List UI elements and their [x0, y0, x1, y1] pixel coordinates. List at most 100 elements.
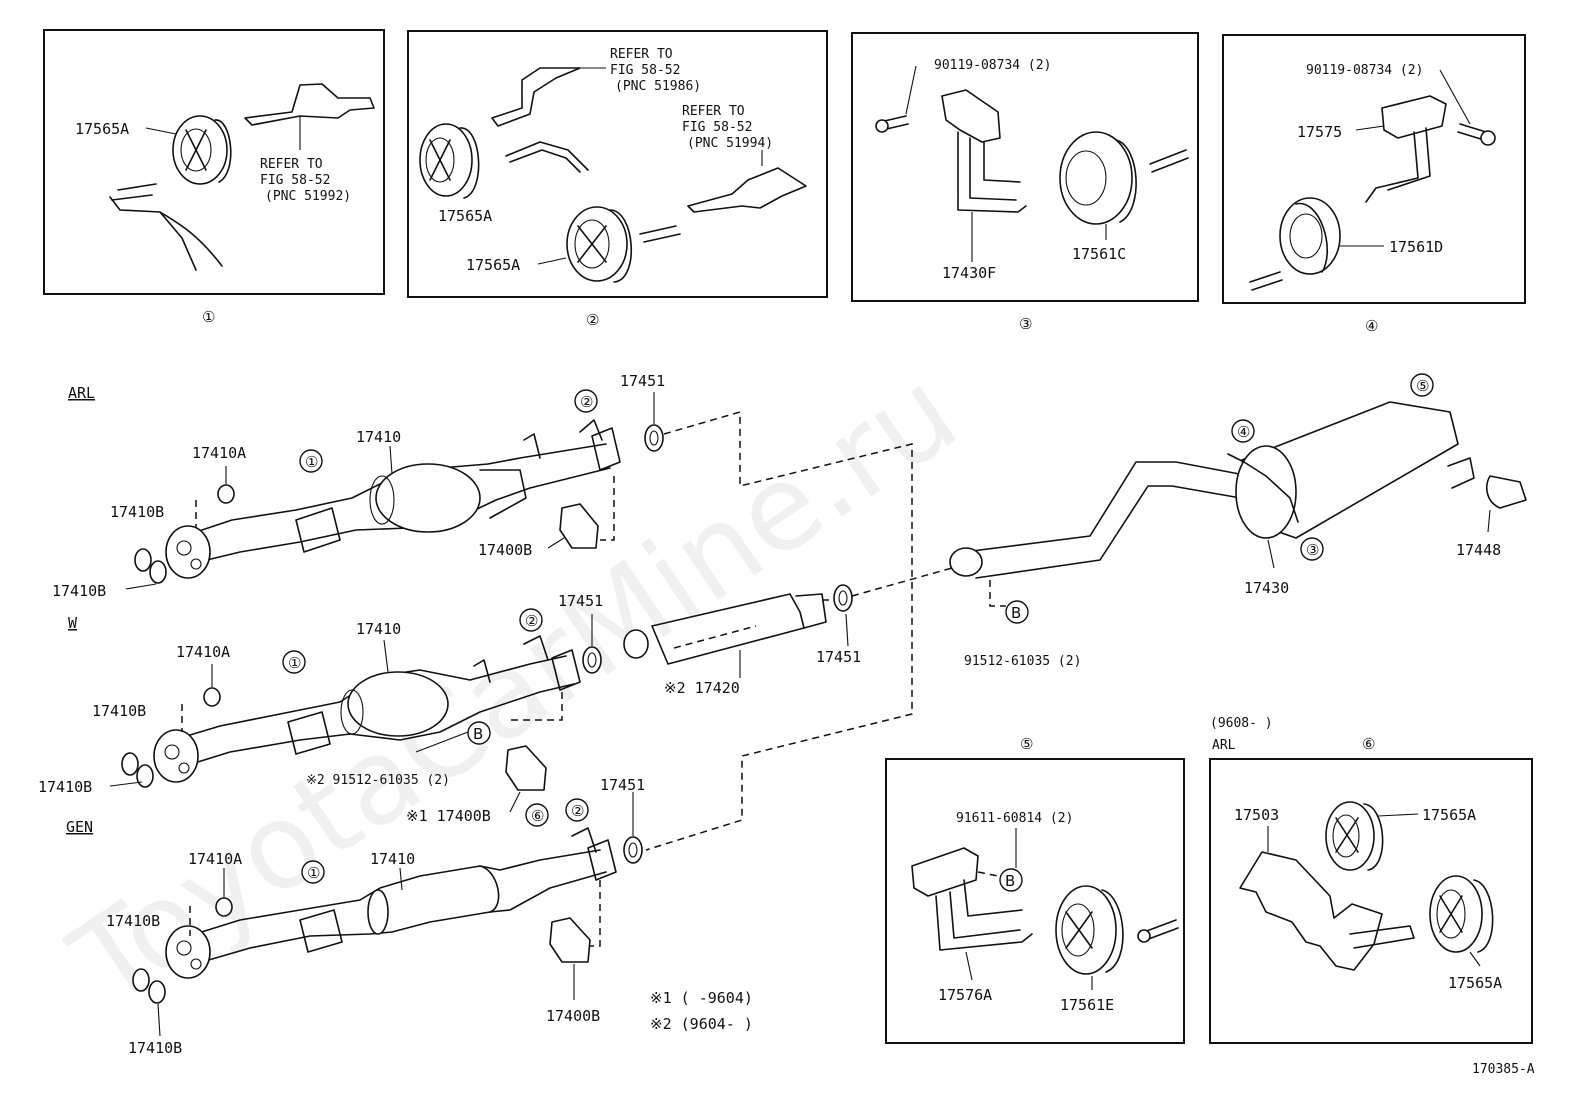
ref-circle-1: ①	[307, 864, 320, 882]
ref-circle-4: ④	[1237, 423, 1250, 441]
section-title-gen: GEN	[66, 818, 93, 836]
refer-b-line-1: REFER TO	[682, 104, 745, 119]
arl-section: ARL 17410A 17410	[52, 372, 665, 600]
part-number-17565a-top: 17565A	[438, 207, 492, 225]
w-front-pipe	[153, 635, 581, 783]
rubber-cushion-bottom	[566, 206, 632, 283]
bracket-drawing	[1239, 851, 1415, 971]
part-number-17575: 17575	[1297, 123, 1342, 141]
refer-line-3: (PNC 51992)	[265, 189, 351, 204]
part-number-17451: 17451	[600, 776, 645, 794]
bolt-drawing	[875, 115, 909, 133]
w-ring	[582, 646, 602, 674]
part-number-17430: 17430	[1244, 579, 1289, 597]
ref-circle-b: B	[473, 725, 483, 743]
refer-a-line-3: (PNC 51986)	[615, 79, 701, 94]
part-number-17561d: 17561D	[1389, 238, 1443, 256]
part-number-17410a: 17410A	[192, 444, 246, 462]
box-number-5: ⑤	[1020, 735, 1033, 753]
part-number-17410: 17410	[356, 620, 401, 638]
w-section: W 17410A 17410B 174	[38, 592, 603, 827]
part-number-17561e: 17561E	[1060, 996, 1114, 1014]
detail-box-6: (9608- ) ARL ⑥ 17503 17565A 17565A	[1209, 716, 1533, 1044]
part-number-17410b-upper: 17410B	[110, 503, 164, 521]
w-gaskets	[121, 687, 221, 788]
part-number-90119-08734: 90119-08734 (2)	[1306, 63, 1423, 78]
rubber-cushion-top	[419, 123, 480, 199]
box-number-2: ②	[586, 311, 599, 329]
rubber-cushion-drawing	[172, 115, 232, 185]
part-number-17410b-lower: 17410B	[128, 1039, 182, 1057]
hanger-bracket-drawing	[1365, 95, 1447, 203]
detail-box-3: 90119-08734 (2) 17430F 17561C ③	[851, 32, 1199, 333]
note-1: ※1 ( -9604)	[650, 989, 753, 1007]
rubber-cushion-drawing	[1059, 131, 1189, 225]
refer-a-line-1: REFER TO	[610, 47, 673, 62]
part-number-17451: 17451	[620, 372, 665, 390]
part-number-17451: 17451	[816, 648, 861, 666]
part-number-17410: 17410	[370, 850, 415, 868]
arl-ring	[644, 424, 664, 452]
hanger-bracket-drawing	[911, 847, 1033, 951]
part-number-17565a-bottom: 17565A	[466, 256, 520, 274]
center-muffler: ※2 17420 17451	[623, 584, 861, 697]
part-number-17410b-lower: 17410B	[38, 778, 92, 796]
connection-lines	[645, 411, 953, 851]
part-number-17410a: 17410A	[176, 643, 230, 661]
refer-a-line-2: FIG 58-52	[610, 63, 680, 78]
part-number-17410: 17410	[356, 428, 401, 446]
rubber-cushion-drawing	[1249, 197, 1341, 291]
part-number-17420: ※2 17420	[664, 679, 740, 697]
section-title-w: W	[68, 614, 78, 632]
part-number-17503: 17503	[1234, 806, 1279, 824]
ref-circle-3: ③	[1306, 541, 1319, 559]
rubber-cushion-a	[1325, 801, 1384, 871]
box-number-6: ⑥	[1362, 735, 1375, 753]
gen-front-pipe	[165, 827, 617, 979]
ref-circle-6: ⑥	[531, 807, 544, 825]
part-number-91512-61035: 91512-61035 (2)	[964, 654, 1081, 669]
part-number-17430f: 17430F	[942, 264, 996, 282]
part-number-17410b-upper: 17410B	[92, 702, 146, 720]
detail-box-4: 90119-08734 (2) 17575 17561D ④	[1222, 34, 1526, 335]
box-6-variant: ARL	[1212, 738, 1236, 753]
detail-box-2: REFER TO FIG 58-52 (PNC 51986) REFER TO …	[407, 30, 828, 329]
ref-circle-2: ②	[525, 612, 538, 630]
part-number-17451: 17451	[558, 592, 603, 610]
part-number-90119-08734: 90119-08734 (2)	[934, 58, 1051, 73]
box-number-1: ①	[202, 308, 215, 326]
refer-b-line-3: (PNC 51994)	[687, 136, 773, 151]
note-2: ※2 (9604- )	[650, 1015, 753, 1033]
tail-pipe-assembly	[949, 401, 1527, 579]
ref-circle-b: B	[1005, 872, 1015, 890]
detail-box-5: ⑤ 91611-60814 (2) B 17576A 17561E	[885, 735, 1185, 1044]
arl-bracket	[559, 503, 599, 549]
gen-bracket	[549, 917, 591, 963]
box-6-date: (9608- )	[1210, 716, 1273, 731]
bolt-drawing	[1457, 123, 1496, 146]
diagram-code: 170385-A	[1472, 1062, 1535, 1077]
part-number-17410a: 17410A	[188, 850, 242, 868]
part-number-17400b: 17400B	[478, 541, 532, 559]
rubber-cushion-drawing	[1055, 885, 1179, 975]
ref-circle-2: ②	[580, 393, 593, 411]
part-number-17576a: 17576A	[938, 986, 992, 1004]
hanger-rods	[491, 67, 807, 243]
part-number-17448: 17448	[1456, 541, 1501, 559]
ref-circle-2: ②	[571, 802, 584, 820]
box-number-4: ④	[1365, 317, 1378, 335]
part-number-17400b: 17400B	[546, 1007, 600, 1025]
arl-gaskets	[134, 484, 235, 584]
ref-circle-5: ⑤	[1416, 377, 1429, 395]
arl-front-pipe	[165, 419, 621, 579]
box-number-3: ③	[1019, 315, 1032, 333]
gen-section: GEN 17410A 17410B 17410B	[66, 776, 645, 1057]
part-number-91512-61035: ※2 91512-61035 (2)	[306, 773, 450, 788]
part-number-17565a: 17565A	[75, 120, 129, 138]
part-number-17400b: ※1 17400B	[406, 807, 491, 825]
ref-circle-1: ①	[305, 453, 318, 471]
refer-b-line-2: FIG 58-52	[682, 120, 752, 135]
hanger-bracket-drawing	[941, 89, 1027, 213]
gen-gaskets	[132, 897, 233, 1004]
